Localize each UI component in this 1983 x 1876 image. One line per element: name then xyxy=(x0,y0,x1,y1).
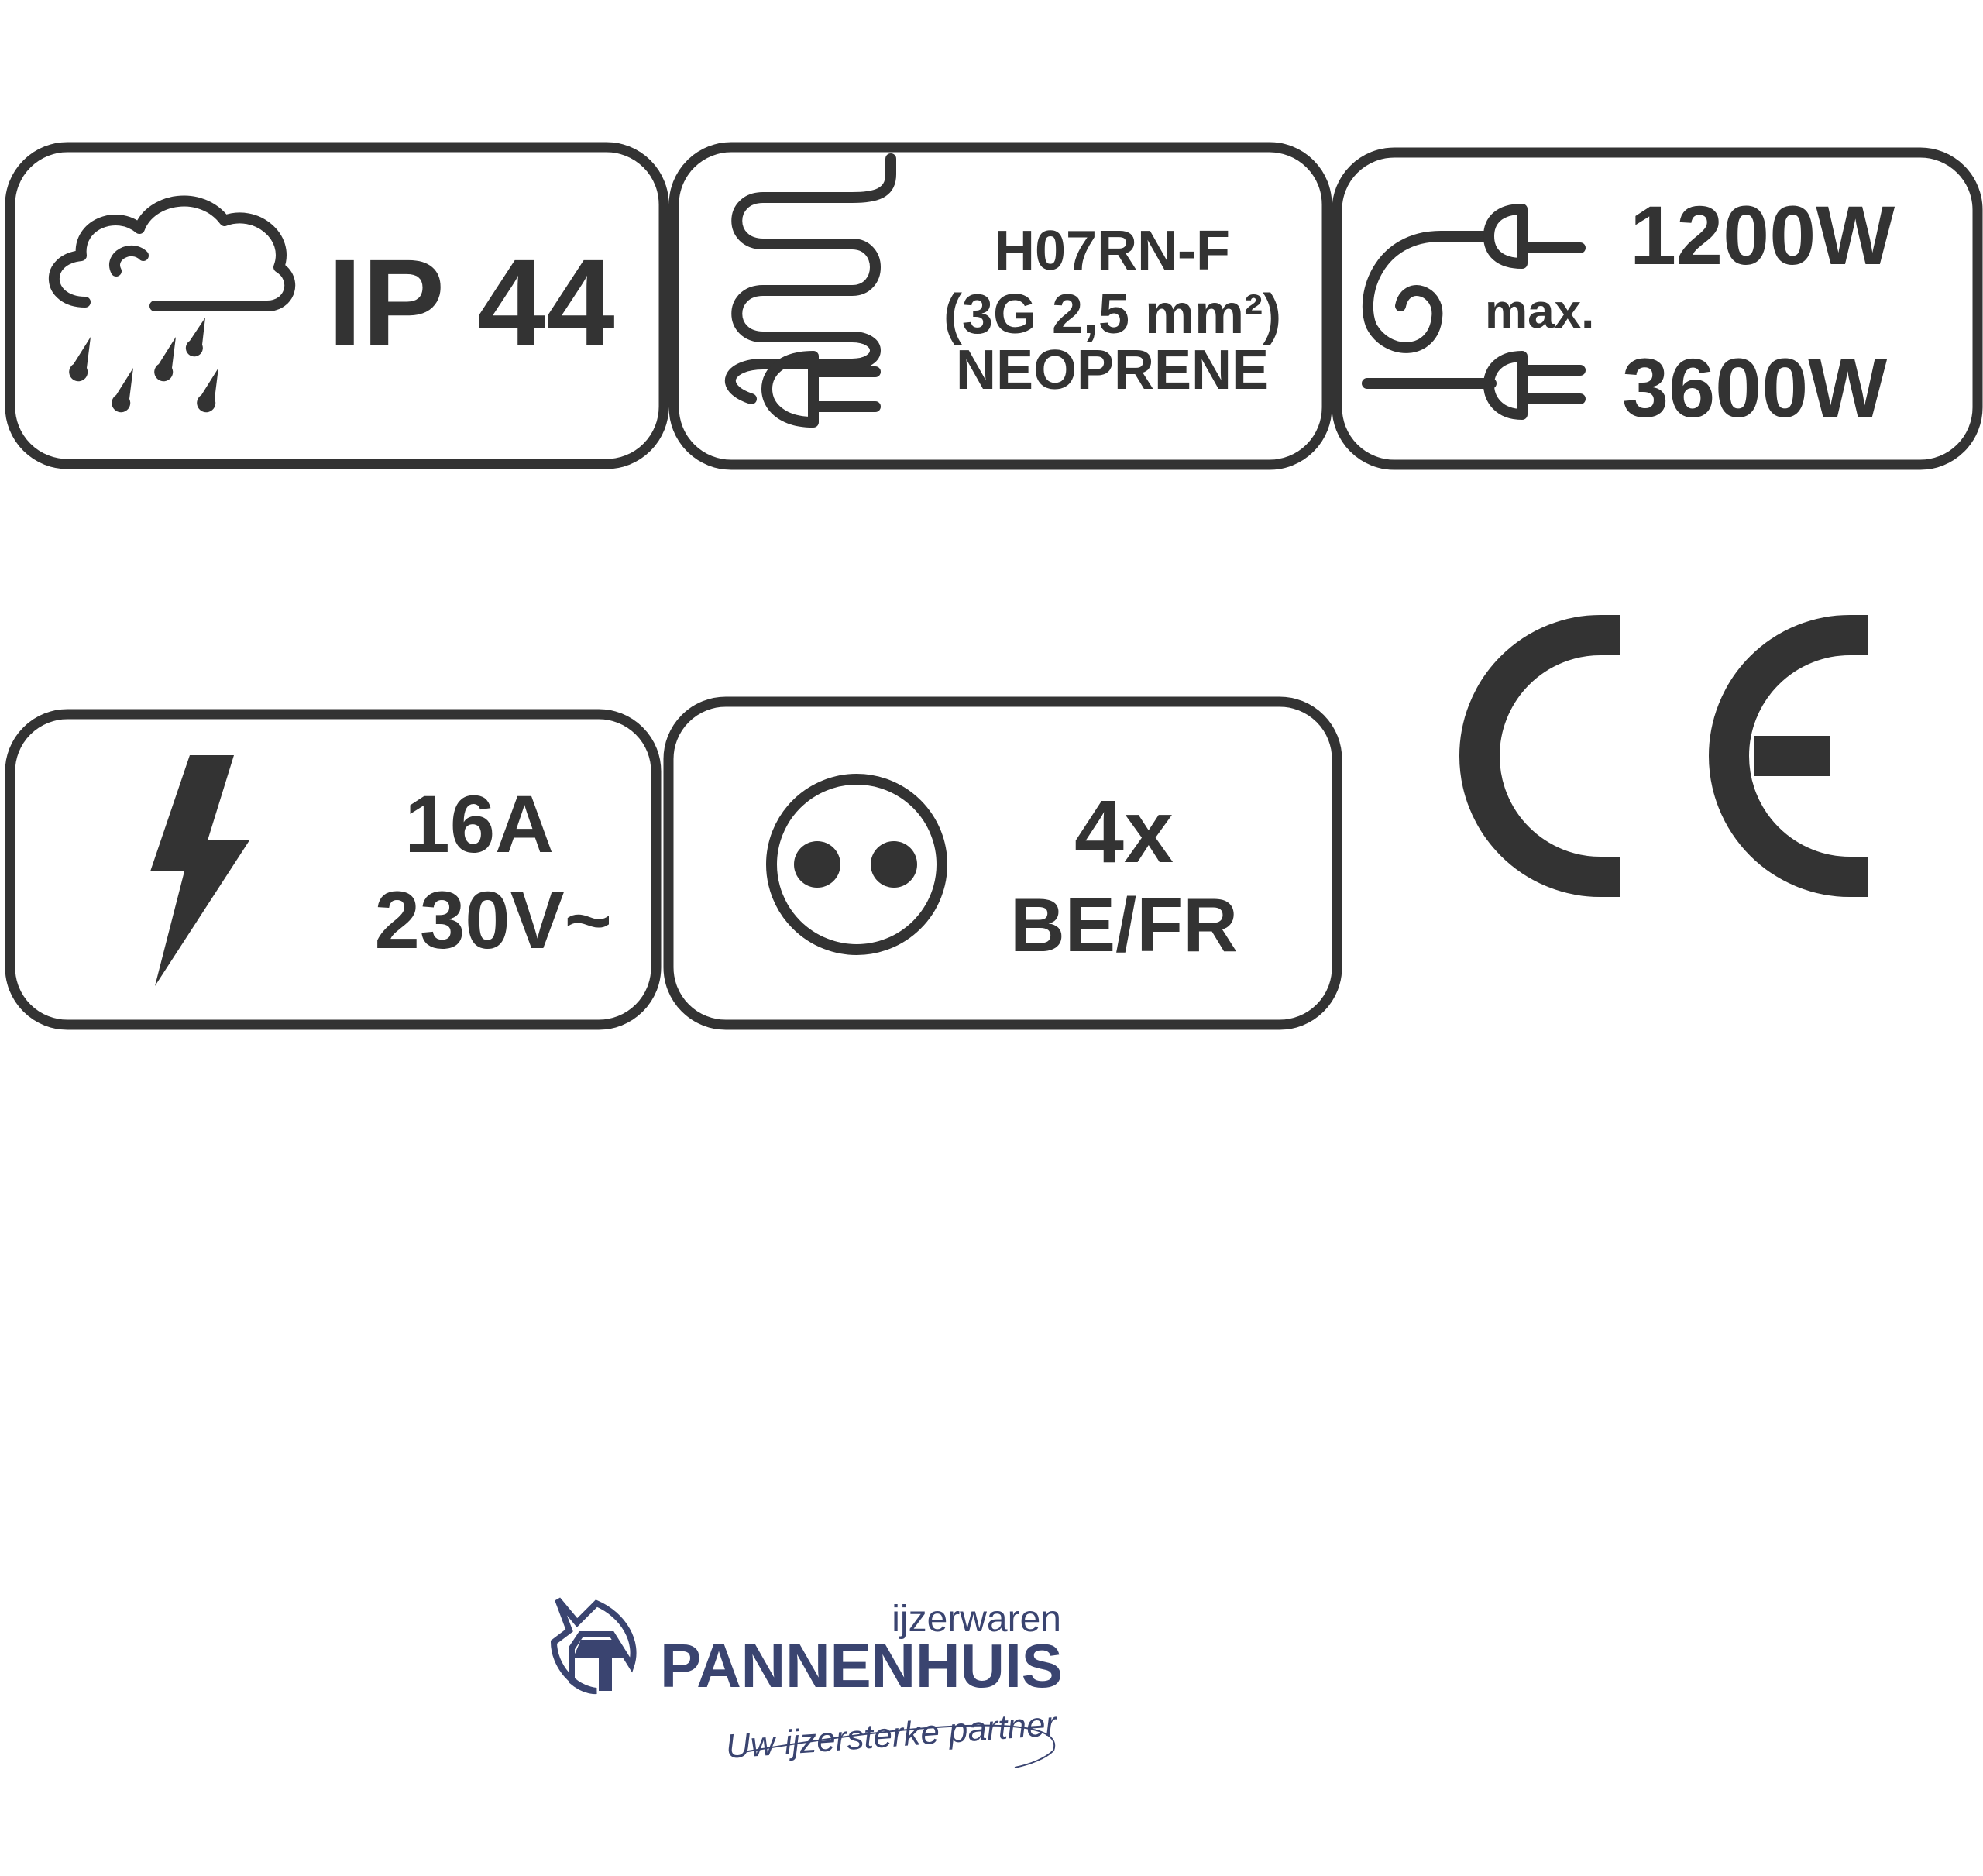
badge-ip44: IP 44 xyxy=(5,142,669,469)
cable-reel-power-icon xyxy=(1362,204,1586,420)
logo-emblem-icon xyxy=(550,1597,637,1695)
cable-material: NEOPRENE xyxy=(956,339,1269,401)
power-uncoiled: 3600W xyxy=(1622,341,1887,435)
lightning-icon xyxy=(150,755,249,986)
socket-type: BE/FR xyxy=(1010,882,1238,967)
badge-power: 1200W max. 3600W xyxy=(1332,147,1983,470)
cable-plug-icon xyxy=(724,153,896,428)
badge-current: 16A 230V~ xyxy=(5,709,662,1030)
socket-count: 4x xyxy=(1074,782,1174,881)
power-max-label: max. xyxy=(1485,285,1594,338)
badge-sockets: 4x BE/FR xyxy=(663,696,1342,1030)
current-rating: 16A xyxy=(404,779,554,870)
rain-cloud-icon xyxy=(48,195,296,413)
power-coiled: 1200W xyxy=(1630,188,1895,282)
socket-icon xyxy=(766,774,947,955)
logo-name: PANNENHUIS xyxy=(660,1631,1063,1700)
voltage-rating: 230V~ xyxy=(374,875,612,966)
ip-rating: IP 44 xyxy=(328,233,615,372)
cable-type: H07RN-F xyxy=(995,220,1230,282)
logo-top: ijzerwaren xyxy=(892,1599,1061,1640)
ce-mark xyxy=(1459,615,1868,897)
cable-section: (3G 2,5 mm²) xyxy=(943,283,1281,345)
badge-cable: H07RN-F (3G 2,5 mm²) NEOPRENE xyxy=(668,142,1332,470)
pannenhuis-logo: ijzerwaren PANNENHUIS Uw ijzersterke par… xyxy=(550,1597,1063,1768)
logo-tagline: Uw ijzersterke partner xyxy=(724,1705,1060,1766)
